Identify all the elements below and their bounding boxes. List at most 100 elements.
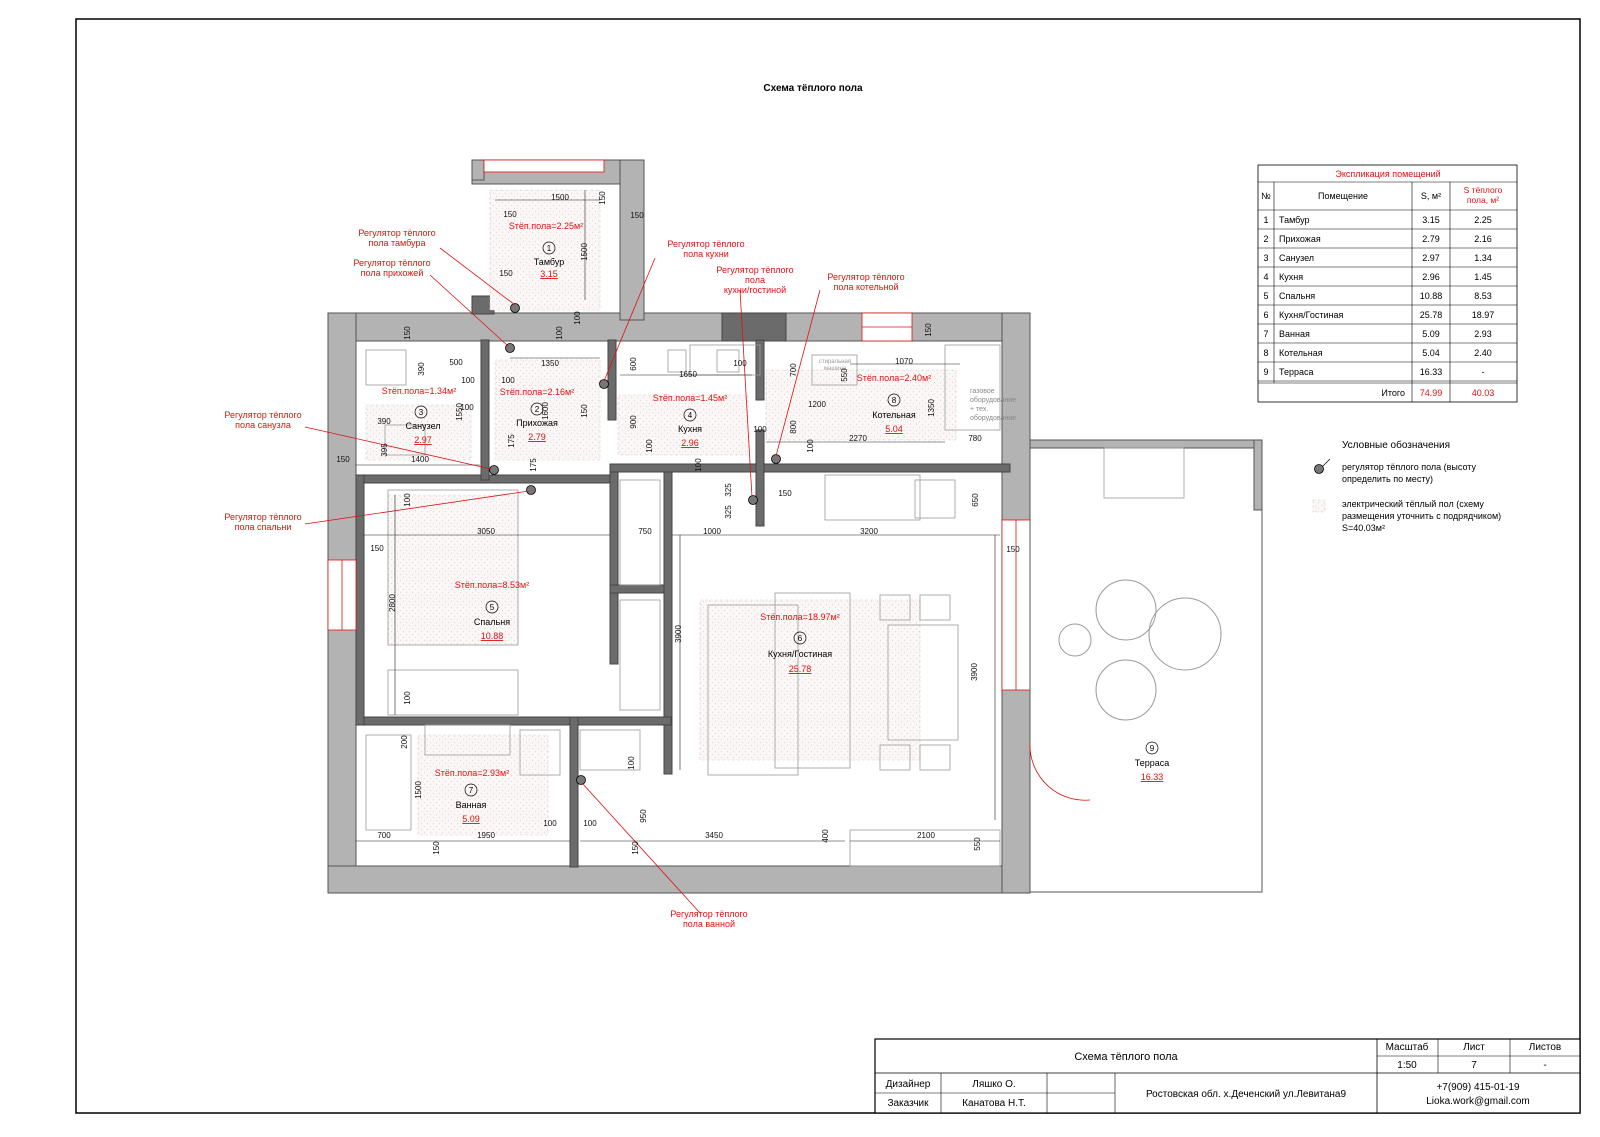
explication-cell: 2.96 [1422, 272, 1440, 282]
svg-text:2270: 2270 [849, 434, 867, 443]
room-4: 4 Кухня 2.96 Sтёп.пола=1.45м² [653, 393, 727, 448]
svg-text:5: 5 [490, 603, 495, 612]
svg-text:100: 100 [627, 756, 636, 770]
plan-title: Схема тёплого пола [763, 83, 863, 94]
explication-total-heated: 40.03 [1472, 388, 1495, 398]
svg-text:Sтёп.пола=2.25м²: Sтёп.пола=2.25м² [509, 221, 583, 231]
svg-text:100: 100 [733, 359, 747, 368]
svg-text:150: 150 [631, 841, 640, 855]
svg-text:1500: 1500 [414, 781, 423, 799]
explication-cell: Кухня/Гостиная [1279, 310, 1343, 320]
explication-cell: 3.15 [1422, 215, 1440, 225]
explication-cell: 2 [1263, 234, 1268, 244]
svg-text:150: 150 [778, 489, 792, 498]
title-block-sheet: 7 [1471, 1060, 1477, 1071]
svg-text:4: 4 [688, 411, 693, 420]
svg-text:100: 100 [501, 376, 515, 385]
svg-text:3050: 3050 [477, 527, 495, 536]
explication-cell: 1.34 [1474, 253, 1492, 263]
title-block: Схема тёплого пола Масштаб Лист Листов 1… [874, 1038, 1581, 1114]
windows [327, 159, 1031, 691]
svg-text:2.79: 2.79 [528, 432, 546, 442]
svg-text:700: 700 [377, 831, 391, 840]
svg-text:100: 100 [543, 819, 557, 828]
room-8: 8 Котельная 5.04 Sтёп.пола=2.40м² [857, 373, 931, 434]
svg-text:1500: 1500 [551, 193, 569, 202]
explication-cell: 2.79 [1422, 234, 1440, 244]
svg-text:3.15: 3.15 [540, 269, 558, 279]
svg-text:150: 150 [924, 323, 933, 337]
svg-text:Терраса: Терраса [1135, 758, 1170, 768]
svg-text:500: 500 [449, 358, 463, 367]
svg-text:5.09: 5.09 [462, 814, 480, 824]
explication-cell: - [1482, 367, 1485, 377]
explication-cell: 2.16 [1474, 234, 1492, 244]
explication-cell: 1.45 [1474, 272, 1492, 282]
svg-text:390: 390 [377, 417, 391, 426]
title-block-customer-label: Заказчик [887, 1098, 929, 1109]
explication-cell: 5.04 [1422, 348, 1440, 358]
explication-cell: 7 [1263, 329, 1268, 339]
svg-text:1650: 1650 [679, 370, 697, 379]
explication-cell: 8.53 [1474, 291, 1492, 301]
regulator-tambur-marker [510, 303, 520, 313]
legend-regulator-icon [1314, 464, 1324, 474]
explication-total-area: 74.99 [1420, 388, 1443, 398]
explication-total-label: Итого [1381, 388, 1405, 398]
svg-text:Sтёп.пола=1.45м²: Sтёп.пола=1.45м² [653, 393, 727, 403]
svg-text:550: 550 [840, 368, 849, 382]
svg-text:Sтёп.пола=2.40м²: Sтёп.пола=2.40м² [857, 373, 931, 383]
svg-text:800: 800 [789, 420, 798, 434]
svg-text:100: 100 [645, 439, 654, 453]
svg-text:2.96: 2.96 [681, 438, 699, 448]
explication-cell: 4 [1263, 272, 1268, 282]
explication-cell: 2.93 [1474, 329, 1492, 339]
svg-text:150: 150 [1006, 545, 1020, 554]
terrace [1029, 439, 1263, 893]
svg-text:390: 390 [417, 362, 426, 376]
title-block-sheet-title: Схема тёплого пола [1074, 1051, 1178, 1063]
svg-text:5.04: 5.04 [885, 424, 903, 434]
svg-text:9: 9 [1150, 744, 1155, 753]
svg-text:1350: 1350 [927, 399, 936, 417]
walls [327, 159, 1031, 894]
explication-header-area: S, м² [1421, 191, 1441, 201]
title-block-phone: +7(909) 415-01-19 [1436, 1082, 1520, 1093]
svg-text:1: 1 [547, 244, 552, 253]
dimension-lines [356, 190, 1000, 842]
svg-text:Sтёп.пола=2.16м²: Sтёп.пола=2.16м² [500, 387, 574, 397]
regulator-bedroom-marker [526, 485, 536, 495]
explication-cell: Санузел [1279, 253, 1314, 263]
explication-cell: 5.09 [1422, 329, 1440, 339]
svg-text:150: 150 [598, 191, 607, 205]
title-block-scale: 1:50 [1397, 1060, 1417, 1071]
svg-text:100: 100 [583, 819, 597, 828]
svg-text:3450: 3450 [705, 831, 723, 840]
explication-cell: Кухня [1279, 272, 1303, 282]
explication-cell: 2.40 [1474, 348, 1492, 358]
explication-cell: 9 [1263, 367, 1268, 377]
explication-cell: 3 [1263, 253, 1268, 263]
svg-text:700: 700 [789, 363, 798, 377]
svg-text:Sтёп.пола=8.53м²: Sтёп.пола=8.53м² [455, 580, 529, 590]
svg-text:150: 150 [370, 544, 384, 553]
svg-text:150: 150 [403, 326, 412, 340]
svg-text:10.88: 10.88 [481, 631, 504, 641]
svg-text:Кухня: Кухня [678, 424, 702, 434]
title-block-customer: Канатова Н.Т. [962, 1098, 1026, 1109]
legend-title: Условные обозначения [1342, 439, 1450, 451]
svg-text:400: 400 [821, 829, 830, 843]
svg-text:Котельная: Котельная [872, 410, 916, 420]
title-block-sheet-label: Лист [1463, 1042, 1485, 1053]
svg-text:650: 650 [971, 493, 980, 507]
explication-header-room: Помещение [1318, 191, 1368, 201]
svg-text:100: 100 [573, 311, 582, 325]
